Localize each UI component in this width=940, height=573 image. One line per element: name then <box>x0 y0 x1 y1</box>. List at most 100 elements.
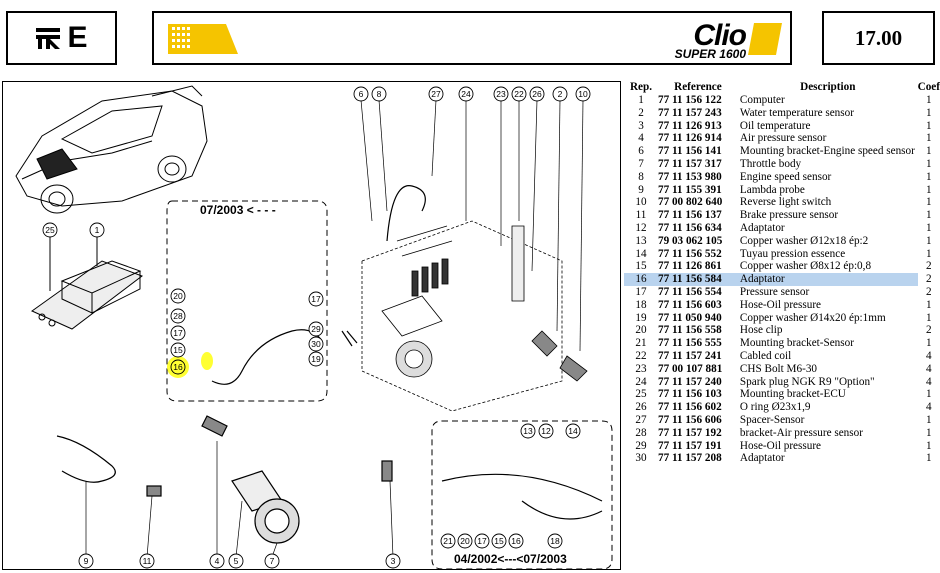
cell-ref: 79 03 062 105 <box>657 234 723 247</box>
cell-ref: 77 11 156 634 <box>657 221 722 234</box>
cell-rep: 13 <box>635 234 647 247</box>
cell-ref: 77 11 156 584 <box>657 273 738 286</box>
cell-rep: 14 <box>635 247 647 260</box>
callout-number: 3 <box>391 556 396 566</box>
table-row[interactable]: 24 77 11 157 240 Spark plug NGK R9 "Option… <box>624 376 940 389</box>
callout-number: 14 <box>568 426 578 436</box>
cell-ref: 77 00 107 881 <box>657 362 723 375</box>
cell-ref: 77 11 157 240 <box>657 375 722 388</box>
engine-illustration <box>361 220 588 412</box>
cell-rep: 10 <box>635 196 647 209</box>
cell-desc: Copper washer Ø8x12 ép:0,8 <box>739 260 872 273</box>
cell-rep: 4 <box>638 132 644 145</box>
callout-number: 28 <box>173 311 183 321</box>
cell-desc: Throttle body <box>739 157 802 170</box>
cell-desc: Brake pressure sensor <box>739 209 839 222</box>
cell-rep: 20 <box>635 324 647 337</box>
callout-number: 18 <box>550 536 560 546</box>
callout-number: 27 <box>431 89 441 99</box>
exploded-parts-diagram: 07/2003 < - - - 04/2002<---<07/2003 <box>2 81 621 570</box>
cell-desc: O ring Ø23x1,9 <box>739 401 811 414</box>
callout-circle <box>170 359 186 375</box>
cell-desc: Spark plug NGK R9 "Option" <box>739 375 875 388</box>
cell-rep: 3 <box>638 119 644 132</box>
callout-circle <box>565 423 581 439</box>
cell-desc: Mounting bracket-Sensor <box>739 337 854 350</box>
callout-number: 10 <box>578 89 588 99</box>
cell-desc: Hose clip <box>739 324 783 337</box>
cell-ref: 77 11 156 606 <box>657 413 722 426</box>
cell-desc: Adaptator <box>739 221 785 234</box>
cell-coef: 1 <box>926 426 932 439</box>
cell-coef: 4 <box>926 375 932 388</box>
cell-desc: Copper washer Ø12x18 ép:2 <box>739 234 869 247</box>
cell-coef: 1 <box>926 209 932 222</box>
callout-number: 15 <box>494 536 504 546</box>
cell-rep: 28 <box>635 426 647 439</box>
cell-rep: 29 <box>635 439 647 452</box>
model-name: Clio <box>693 19 747 52</box>
cell-coef: 1 <box>926 183 932 196</box>
callout-circle <box>474 533 490 549</box>
page-number: 17.00 <box>822 11 935 65</box>
cell-rep: 18 <box>635 298 647 311</box>
part-16-highlight <box>167 356 189 378</box>
cell-coef: 1 <box>926 170 932 183</box>
renault-sport-logo: E <box>6 11 117 65</box>
cell-desc: Cabled coil <box>739 349 792 362</box>
col-coef: Coef <box>917 80 940 93</box>
cell-rep: 12 <box>635 221 647 234</box>
cell-coef: 4 <box>926 362 932 375</box>
cell-rep: 25 <box>635 388 647 401</box>
callout-number: 6 <box>359 89 364 99</box>
callout-number: 16 <box>511 536 521 546</box>
cell-rep: 17 <box>635 285 647 298</box>
cell-coef: 2 <box>926 285 932 298</box>
col-description: Description <box>800 80 856 93</box>
cell-ref: 77 11 157 241 <box>657 349 722 362</box>
callout-number: 19 <box>311 354 321 364</box>
callout-circle <box>529 86 545 102</box>
cell-rep: 24 <box>635 375 647 388</box>
callout-circle <box>89 222 105 238</box>
callout-number: 29 <box>311 324 321 334</box>
cell-ref: 77 11 156 602 <box>657 401 722 414</box>
cell-desc: Hose-Oil pressure <box>739 298 822 311</box>
callout-circle <box>228 553 244 569</box>
ecu-computer-drawing <box>31 236 144 330</box>
cell-rep: 23 <box>635 362 647 375</box>
cell-desc: Spacer-Sensor <box>739 413 805 426</box>
callout-number: 9 <box>84 556 89 566</box>
table-row[interactable]: 13 79 03 062 105 Copper washer Ø12x18 ép:2… <box>624 235 940 248</box>
car-illustration <box>15 85 208 214</box>
col-reference: Reference <box>674 80 722 93</box>
